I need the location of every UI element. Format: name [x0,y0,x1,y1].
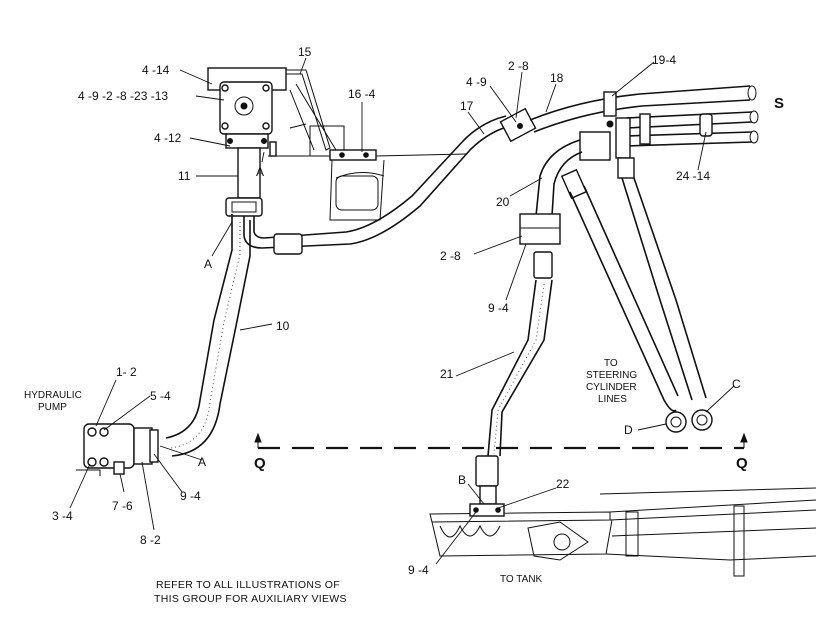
callout-d: D [624,423,633,437]
label-2-8-top: 2 -8 [508,59,529,73]
tank-frame [429,487,816,577]
label-4-14-top: 4 -14 [142,63,170,77]
label-16-4: 16 -4 [348,87,376,101]
callout-a-mid: A [204,257,212,271]
label-9-4-pump: 9 -4 [180,489,201,503]
callout-c: C [732,377,741,391]
callout-a-top: A [256,165,264,179]
label-4-9: 4 -9 [466,75,487,89]
control-valve [207,67,287,217]
hydraulic-pump-label-line1: HYDRAULIC [24,390,82,401]
callout-b: B [458,473,466,487]
hose-10 [165,214,251,457]
label-21: 21 [440,367,454,381]
steering-manifold [579,110,759,161]
leader-lines [69,57,735,565]
label-2-8-mid: 2 -8 [440,249,461,263]
footnote-line2: THIS GROUP FOR AUXILIARY VIEWS [154,593,347,605]
label-5-4: 5 -4 [150,389,171,403]
callout-q-right: Q [736,455,748,472]
steering-cylinder-lines [560,157,713,433]
callout-letters: S A A A B C D Q Q [198,95,784,487]
section-line-q [254,432,748,450]
label-3-4: 3 -4 [52,509,73,523]
label-1-2: 1- 2 [116,365,137,379]
tube-18 [529,85,757,133]
label-24-14: 24 -14 [676,169,710,183]
label-22: 22 [556,477,570,491]
valve-bracket [268,69,467,221]
steering-label-line1: TO [604,358,618,369]
hydraulic-pump-label-line2: PUMP [38,402,67,413]
label-4-9-chain: 4 -9 -2 -8 -23 -13 [78,89,168,103]
callout-s: S [774,95,784,112]
label-8-2: 8 -2 [140,533,161,547]
label-9-4-bottom: 9 -4 [408,563,429,577]
part-labels: 4 -14 4 -9 -2 -8 -23 -13 15 16 -4 4 -12 … [52,45,710,577]
callout-q-left: Q [254,455,266,472]
label-15: 15 [298,45,312,59]
callout-a-pump: A [198,455,206,469]
label-11: 11 [178,169,191,183]
steering-label-line2: STEERING [586,370,637,381]
hose-20-21 [475,139,583,505]
label-10: 10 [276,319,290,333]
label-7-6: 7 -6 [112,499,133,513]
label-20: 20 [496,195,510,209]
label-4-12: 4 -12 [154,131,182,145]
hydraulic-pump [76,423,159,476]
hose-17 [243,107,537,255]
label-9-4-mid: 9 -4 [488,301,509,315]
steering-label-line3: CYLINDER [586,382,637,393]
footnote-line1: REFER TO ALL ILLUSTRATIONS OF [156,579,340,591]
label-17: 17 [460,99,474,113]
steering-label-line4: LINES [598,394,627,405]
label-18: 18 [550,71,564,85]
to-tank-label: TO TANK [500,574,543,585]
label-19-4: 19-4 [652,53,676,67]
annotations: HYDRAULIC PUMP TO STEERING CYLINDER LINE… [24,358,637,605]
